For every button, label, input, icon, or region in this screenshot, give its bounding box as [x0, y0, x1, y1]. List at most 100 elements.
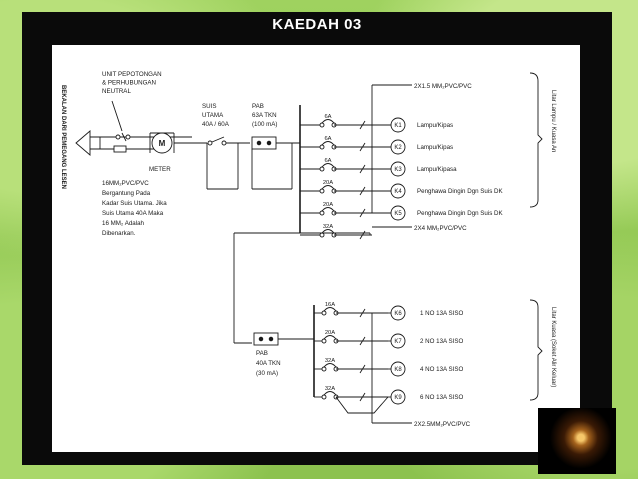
breaker-rating: 6A: [324, 136, 331, 142]
main-switch-label: SUIS: [202, 103, 216, 110]
power-breaker-3: [321, 366, 327, 372]
rccb-contact: [258, 336, 264, 342]
cutout-unit-label: NEUTRAL: [102, 88, 131, 95]
rccb-top-label: 63A TKN: [252, 112, 277, 119]
rccb-contact: [266, 140, 272, 146]
supply-arrow: [75, 130, 91, 156]
label-leader: [111, 100, 123, 132]
supply-side-label: BEKALAN DARI PEMEGANG LESEN: [60, 85, 66, 189]
breaker-rating: 32A: [325, 358, 335, 364]
cable-tick-mark: [359, 392, 366, 402]
group-bottom-label: Litar Kuasa (Soket Alir Keluar): [550, 307, 556, 387]
cable-note: Dibenarkan.: [102, 230, 136, 237]
cable-tick-mark: [359, 336, 366, 346]
cable-note: Bergantung Pada: [102, 190, 151, 197]
breaker-rating: 32A: [323, 224, 333, 230]
meter-label: METER: [149, 166, 171, 173]
rccb-top-label: PAB: [252, 103, 264, 110]
cable-tick-mark: [359, 164, 366, 174]
breaker-6: [319, 232, 325, 238]
breaker-rating: 6A: [324, 114, 331, 120]
load-label: Lampu/Kipas: [417, 144, 453, 151]
circuit-id: K3: [394, 167, 402, 173]
group-top-label: Litar Lampu / Kuasa An: [550, 90, 556, 152]
circuit-id: K1: [394, 123, 402, 129]
main-switch-contact: [221, 140, 227, 146]
breaker-5: [321, 207, 335, 212]
circuit-id: K4: [394, 189, 402, 195]
ring-circuit: [335, 396, 389, 414]
cable-tick-mark: [359, 120, 366, 130]
breaker-rating: 20A: [323, 202, 333, 208]
cutout-unit-label: & PERHUBUNGAN: [102, 80, 156, 87]
breaker-4: [319, 188, 325, 194]
main-switch-contact: [207, 140, 213, 146]
meter-symbol: M: [159, 139, 166, 148]
cable-tick-mark: [359, 308, 366, 318]
power-breaker-3: [323, 363, 337, 368]
load-label: Penghawa Dingin Dgn Suis DK: [417, 188, 504, 195]
main-switch-blade: [211, 136, 225, 143]
cutout-contact: [125, 134, 131, 140]
main-switch-label: 40A / 60A: [202, 121, 230, 128]
load-label: 6 NO 13A SISO: [420, 394, 464, 401]
light-bulb-image: [538, 408, 616, 474]
rccb-top: [251, 136, 277, 150]
cable-tick-mark: [359, 186, 366, 196]
group-bracket-bottom: [529, 299, 543, 401]
rccb-bottom: [253, 332, 279, 346]
load-label: Lampu/Kipas: [417, 122, 453, 129]
load-label: Lampu/Kipasa: [417, 166, 457, 173]
breaker-rating: 6A: [324, 158, 331, 164]
rccb-top-label: (100 mA): [252, 121, 277, 128]
cutout-contact: [115, 134, 121, 140]
breaker-2: [321, 141, 335, 146]
power-breaker-1: [323, 307, 337, 312]
rccb-bottom-label: 40A TKN: [256, 360, 281, 367]
breaker-rating: 16A: [325, 302, 335, 308]
load-label: 2 NO 13A SISO: [420, 338, 464, 345]
slide-title: KAEDAH 03: [272, 16, 362, 33]
rccb-bottom-label: PAB: [256, 350, 268, 357]
breaker-rating: 20A: [325, 330, 335, 336]
breaker-5: [319, 210, 325, 216]
circuit-id: K8: [394, 367, 402, 373]
circuit-id: K9: [394, 395, 402, 401]
cable-mid-label: 2X4 MM₂PVC/PVC: [414, 225, 467, 232]
cable-note: Suis Utama 40A Maka: [102, 210, 164, 217]
cable-note: 16 MM₂ Adalah: [102, 220, 145, 227]
rccb-contact: [268, 336, 274, 342]
neutral-link-box: [113, 145, 127, 153]
breaker-2: [319, 144, 325, 150]
power-breaker-2: [323, 335, 337, 340]
power-breaker-4: [323, 391, 337, 396]
circuit-id: K7: [394, 339, 402, 345]
load-label: Penghawa Dingin Dgn Suis DK: [417, 210, 504, 217]
rccb-bottom-label: (30 mA): [256, 370, 278, 377]
load-label: 4 NO 13A SISO: [420, 366, 464, 373]
breaker-3: [321, 163, 335, 168]
cutout-fuse: [121, 132, 127, 142]
breaker-rating: 32A: [325, 386, 335, 392]
power-breaker-4: [321, 394, 327, 400]
cable-tick-mark: [359, 230, 366, 240]
cable-tick-mark: [359, 142, 366, 152]
main-switch-label: UTAMA: [202, 112, 224, 119]
breaker-1: [321, 119, 335, 124]
cable-tick-mark: [359, 364, 366, 374]
breaker-rating: 20A: [323, 180, 333, 186]
power-breaker-2: [321, 338, 327, 344]
cable-note: Kadar Suis Utama. Jika: [102, 200, 167, 207]
circuit-id: K2: [394, 145, 402, 151]
circuit-id: K6: [394, 311, 402, 317]
rccb-contact: [256, 140, 262, 146]
breaker-4: [321, 185, 335, 190]
cable-note: 16MM₂PVC/PVC: [102, 180, 149, 187]
cable-tick-mark: [359, 208, 366, 218]
cable-top-label: 2X1.5 MM₂PVC/PVC: [414, 83, 472, 90]
breaker-3: [319, 166, 325, 172]
power-breaker-1: [321, 310, 327, 316]
circuit-id: K5: [394, 211, 402, 217]
